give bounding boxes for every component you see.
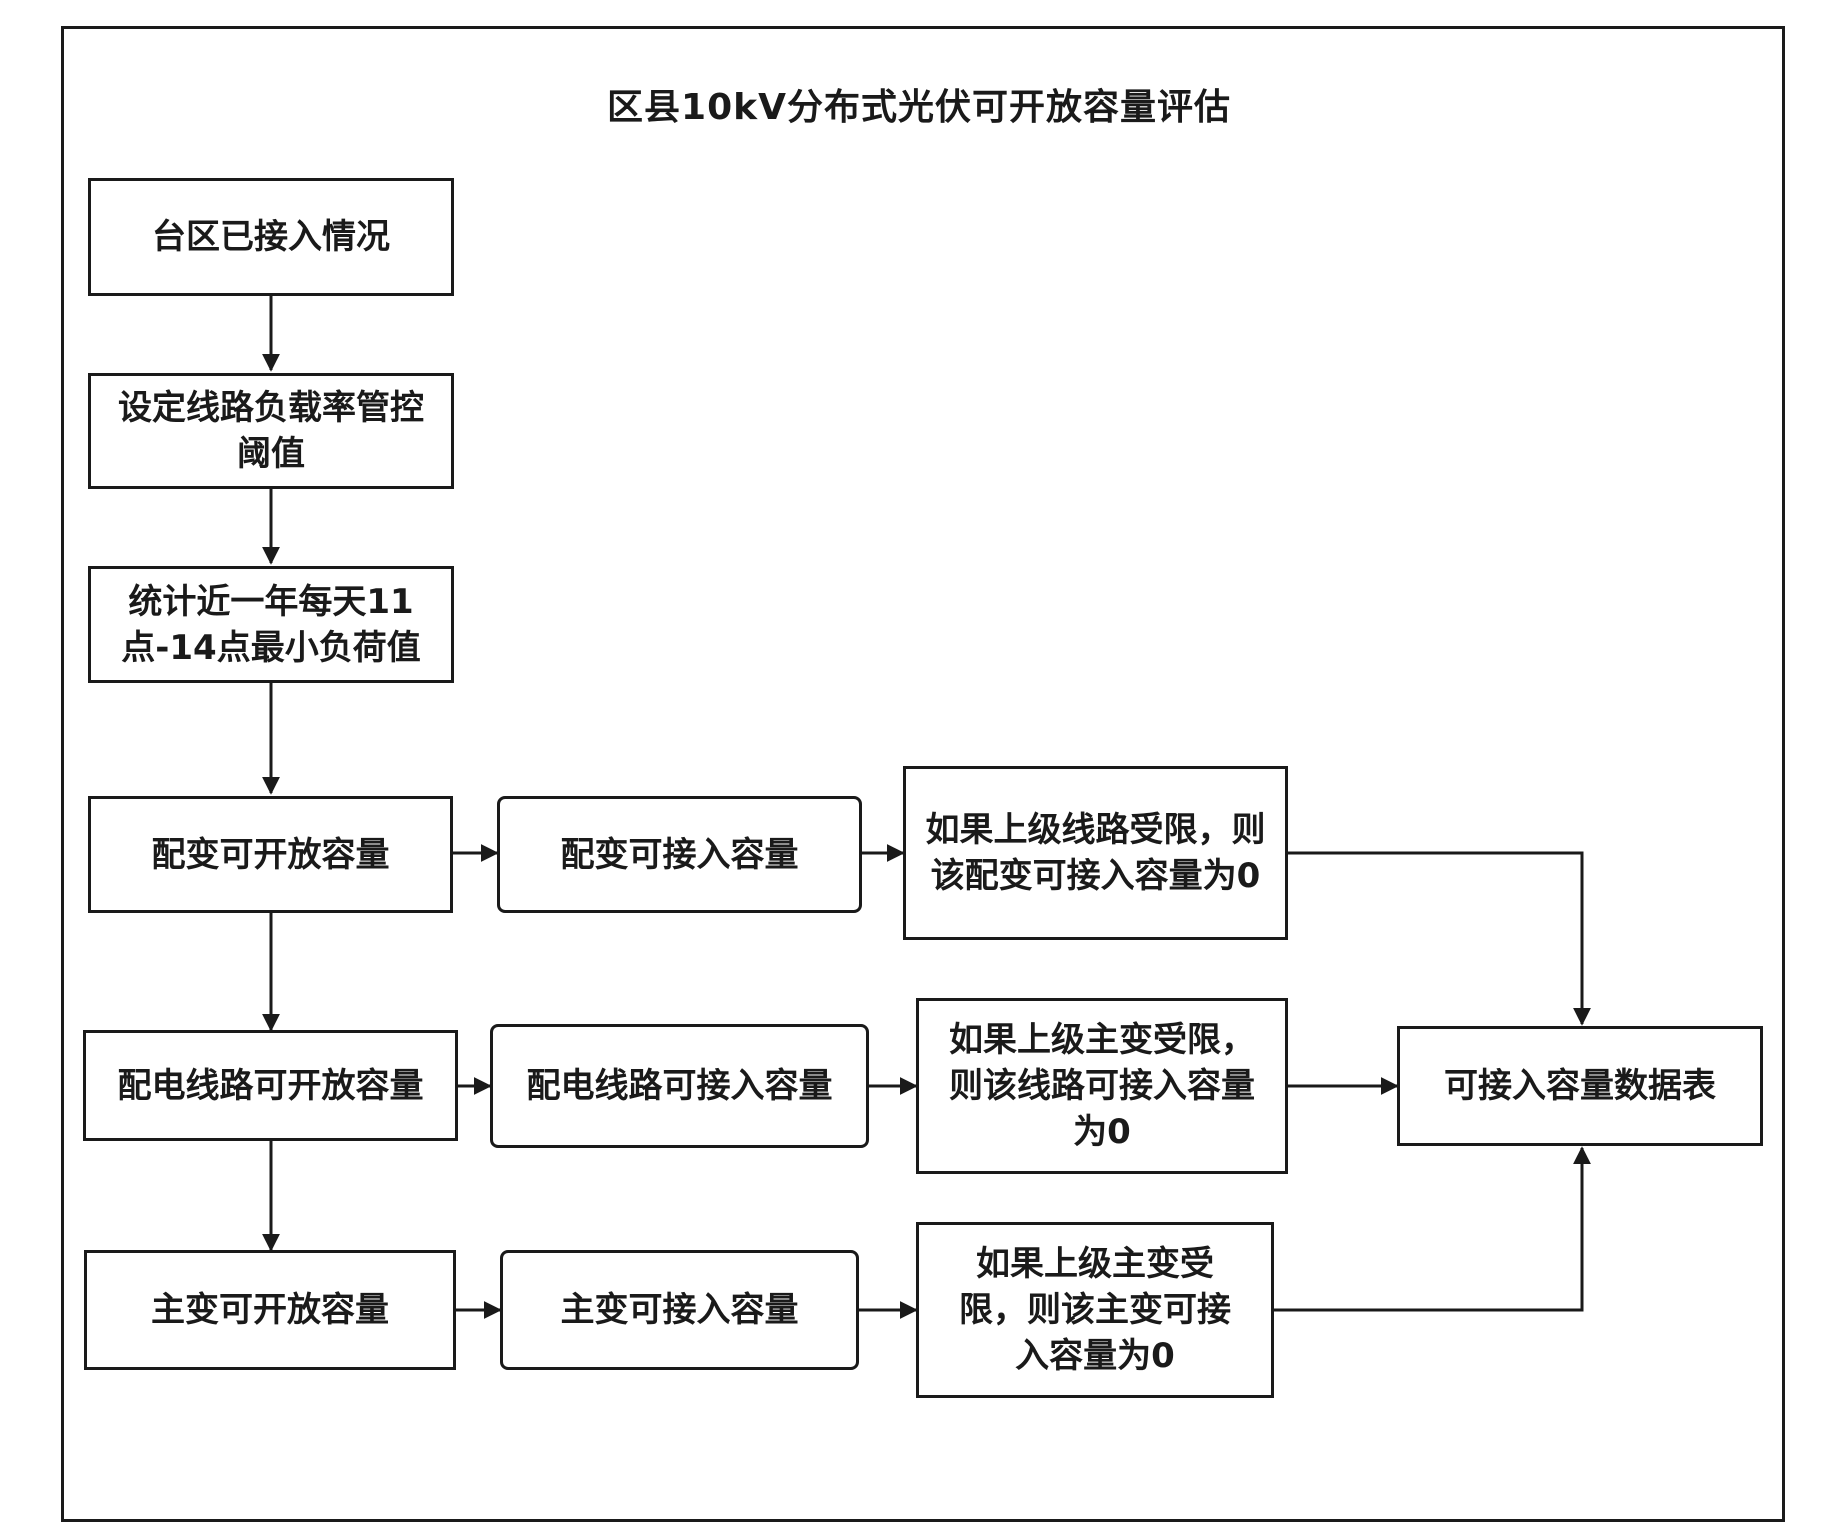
- edge-r1c-out: [1288, 851, 1591, 1026]
- node-main-transformer-open-capacity: 主变可开放容量: [84, 1250, 456, 1370]
- node-main-transformer-limited-note: 如果上级主变受限，则该主变可接入容量为0: [916, 1222, 1274, 1398]
- diagram-frame: [61, 26, 1785, 1522]
- node-load-rate-threshold: 设定线路负载率管控阈值: [88, 373, 454, 489]
- node-main-transformer-access-capacity: 主变可接入容量: [500, 1250, 859, 1370]
- node-station-access-status: 台区已接入情况: [88, 178, 454, 296]
- node-line-open-capacity: 配电线路可开放容量: [83, 1030, 458, 1141]
- node-transformer-access-capacity: 配变可接入容量: [497, 796, 862, 913]
- node-min-load-stat: 统计近一年每天11点-14点最小负荷值: [88, 566, 454, 683]
- diagram-title: 区县10kV分布式光伏可开放容量评估: [607, 87, 1231, 128]
- edge-r3c-out: [1274, 1146, 1591, 1312]
- node-transformer-open-capacity: 配变可开放容量: [88, 796, 453, 913]
- node-capacity-data-table: 可接入容量数据表: [1397, 1026, 1763, 1146]
- node-transformer-limited-note: 如果上级线路受限，则该配变可接入容量为0: [903, 766, 1288, 940]
- node-line-limited-note: 如果上级主变受限，则该线路可接入容量为0: [916, 998, 1288, 1174]
- node-line-access-capacity: 配电线路可接入容量: [490, 1024, 869, 1148]
